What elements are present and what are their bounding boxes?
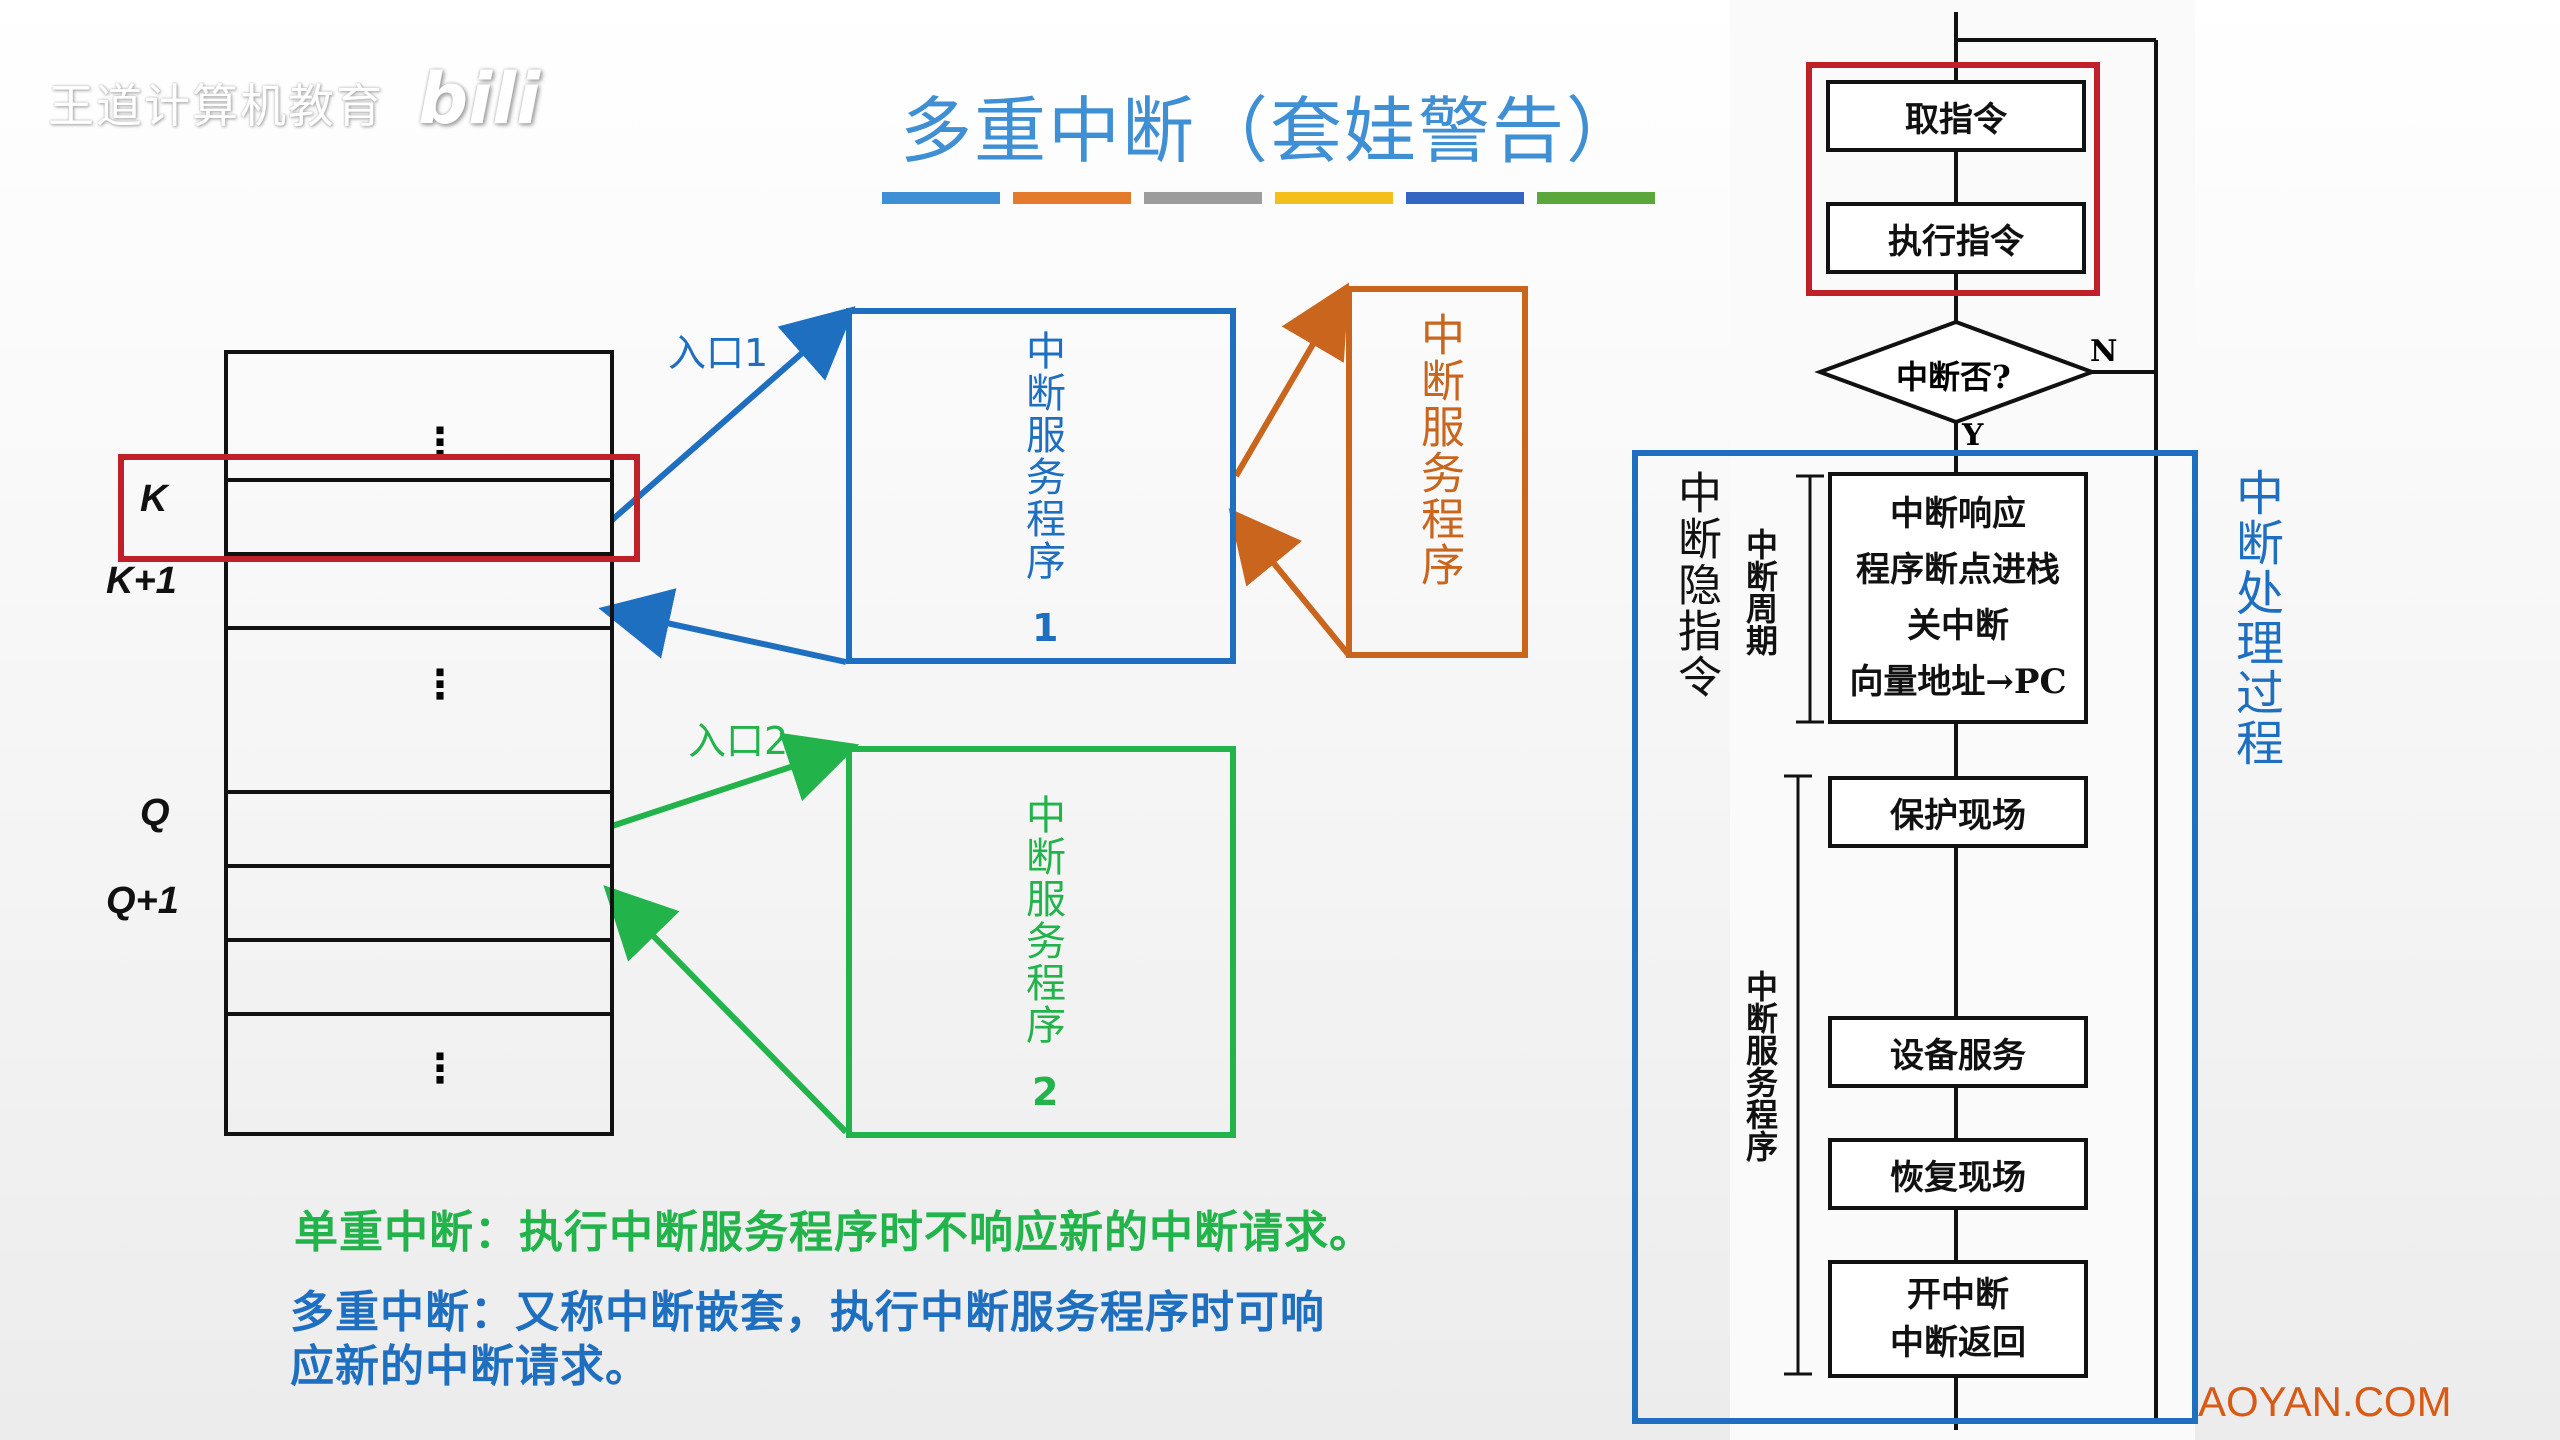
flow-response-line3: 关中断 [1907, 606, 2009, 646]
isr1-box [846, 308, 1236, 664]
flow-y-label: Y [1962, 418, 1984, 453]
label-q: Q [140, 792, 170, 834]
stack-row-divider [226, 626, 610, 630]
fetch-execute-highlight [1806, 62, 2100, 296]
stack-row-divider [226, 478, 610, 482]
flow-n-label: N [2090, 334, 2118, 369]
k-row-highlight [118, 454, 640, 562]
arrow-isr1-to-isr-orange [1233, 282, 1350, 478]
flow-device-service: 设备服务 [1828, 1016, 2088, 1088]
page-title: 多重中断（套娃警告） [900, 89, 1641, 173]
stack-row-divider [226, 938, 610, 942]
isr-orange-box [1346, 286, 1528, 658]
arrow-isr1-return [598, 588, 847, 665]
arrow-q-to-isr2 [611, 732, 860, 829]
note-single-interrupt: 单重中断：执行中断服务程序时不响应新的中断请求。 [294, 1207, 1374, 1258]
note-multi-interrupt-line1: 多重中断：又称中断嵌套，执行中断服务程序时可响 [290, 1287, 1325, 1338]
stack-row-divider [226, 1012, 610, 1016]
isr-orange-label: 中断服务程序 [1413, 312, 1464, 588]
implicit-instruction-label: 中断隐指令 [1670, 470, 1721, 700]
flow-decision-label: 中断否? [1896, 358, 2011, 396]
title-color-bar [1537, 192, 1655, 204]
diagram-arrows [598, 282, 1351, 1135]
note-multi-interrupt-line2: 应新的中断请求。 [290, 1341, 650, 1392]
title-color-bar [1144, 192, 1262, 204]
isr2-label: 中断服务程序 [1019, 794, 1065, 1046]
memory-stack [224, 350, 614, 1136]
flow-restore-context: 恢复现场 [1828, 1138, 2088, 1210]
entry1-label: 入口1 [668, 331, 769, 375]
flow-enable-and-return: 开中断 中断返回 [1828, 1260, 2088, 1378]
flow-response-line2: 程序断点进栈 [1856, 550, 2060, 590]
flow-end-line1: 开中断 [1907, 1275, 2009, 1315]
label-k-plus-1: K+1 [106, 560, 177, 602]
title-color-bar [1013, 192, 1131, 204]
interrupt-process-label: 中断处理过程 [2227, 468, 2283, 768]
isr2-box [846, 746, 1236, 1138]
title-color-bar [1275, 192, 1393, 204]
isr1-label: 中断服务程序 [1019, 330, 1065, 582]
stack-ellipsis-bottom: ⋮ [420, 1046, 460, 1092]
bilibili-logo: bili [418, 58, 541, 140]
flow-end-line2: 中断返回 [1890, 1323, 2026, 1363]
flow-fetch-instruction: 取指令 [1826, 80, 2086, 152]
arrow-isr2-return [603, 885, 849, 1135]
label-k: K [140, 478, 168, 520]
stack-row-divider [226, 790, 610, 794]
flow-execute-instruction: 执行指令 [1826, 202, 2086, 274]
flow-interrupt-response: 中断响应 程序断点进栈 关中断 向量地址→PC [1828, 472, 2088, 724]
label-q-plus-1: Q+1 [106, 880, 179, 922]
isr1-number: 1 [1032, 606, 1059, 650]
flow-response-line4: 向量地址→PC [1849, 662, 2067, 702]
isr2-number: 2 [1032, 1070, 1059, 1114]
title-color-bar [882, 192, 1000, 204]
arrow-k-to-isr1 [610, 306, 856, 523]
entry2-label: 入口2 [688, 719, 789, 763]
title-color-bar [1406, 192, 1524, 204]
stack-ellipsis-middle: ⋮ [420, 662, 460, 708]
arrow-isr-orange-return [1228, 508, 1351, 656]
flow-service-label: 中断服务程序 [1741, 970, 1779, 1162]
stack-row-divider [226, 552, 610, 556]
flow-cycle-label: 中断周期 [1741, 528, 1779, 656]
brand-logo-text: 王道计算机教育 [48, 79, 384, 133]
interrupt-process-outline [1632, 450, 2198, 1424]
flow-response-line1: 中断响应 [1890, 494, 2026, 534]
watermark-text: AOYAN.COM [2198, 1378, 2452, 1425]
stack-row-divider [226, 864, 610, 868]
flow-save-context: 保护现场 [1828, 776, 2088, 848]
